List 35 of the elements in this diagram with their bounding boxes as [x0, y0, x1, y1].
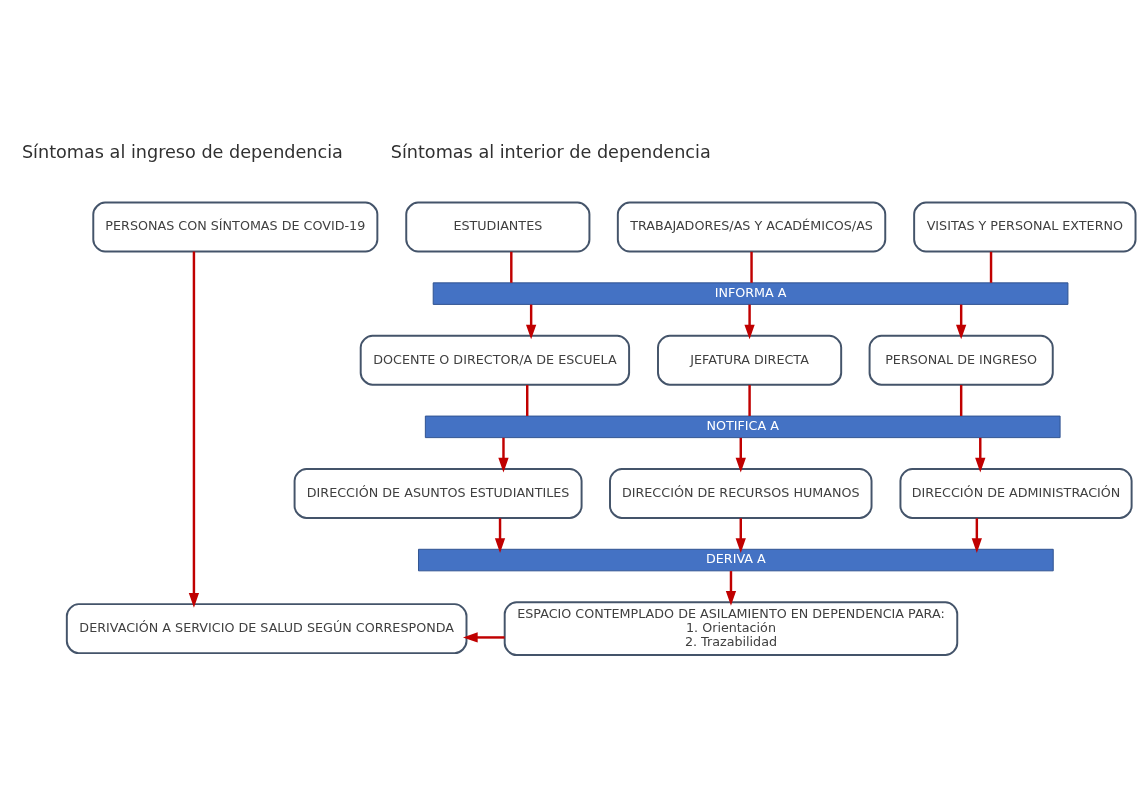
arrow [735, 437, 746, 473]
node-box: PERSONAL DE INGRESO [868, 334, 1054, 386]
node-box: ESPACIO CONTEMPLADO DE ASILAMIENTO EN DEPENDENCIA PARA: 1. Orientación 2. Trazabilidad [503, 600, 959, 656]
connector [959, 384, 963, 416]
arrow [956, 304, 967, 339]
arrow [494, 517, 506, 553]
node-box: DERIVA A [418, 548, 1054, 571]
arrow [971, 517, 982, 553]
connector [750, 251, 753, 283]
arrow [188, 251, 200, 608]
connector [526, 384, 529, 416]
node-box: DIRECCIÓN DE ADMINISTRACIÓN [899, 467, 1133, 519]
arrow [975, 437, 986, 473]
arrow [744, 304, 755, 339]
node-box: VISITAS Y PERSONAL EXTERNO [913, 201, 1137, 252]
node-box: PERSONAS CON SÍNTOMAS DE COVID-19 [92, 201, 379, 252]
node-box: INFORMA A [432, 281, 1069, 305]
node-box: DIRECCIÓN DE RECURSOS HUMANOS [609, 467, 873, 519]
arrow [735, 517, 746, 553]
label: Síntomas al interior de dependencia [390, 141, 711, 162]
node-box: ESTUDIANTES [405, 201, 591, 252]
connector [748, 384, 751, 416]
node-box: DERIVACIÓN A SERVICIO DE SALUD SEGÚN CORRESPONDA [65, 602, 468, 654]
node-box: DIRECCIÓN DE ASUNTOS ESTUDIANTILES [293, 467, 583, 519]
node-box: NOTIFICA A [424, 415, 1061, 438]
arrow [526, 304, 537, 339]
node-box: DOCENTE O DIRECTOR/A DE ESCUELA [359, 334, 631, 386]
arrow [462, 631, 505, 643]
arrow [498, 437, 509, 473]
node-box: TRABAJADORES/AS Y ACADÉMICOS/AS [616, 201, 887, 252]
label: Síntomas al ingreso de dependencia [21, 141, 343, 162]
connector [510, 251, 513, 283]
connector [989, 251, 993, 283]
arrow [725, 570, 737, 606]
node-box: JEFATURA DIRECTA [657, 334, 843, 386]
